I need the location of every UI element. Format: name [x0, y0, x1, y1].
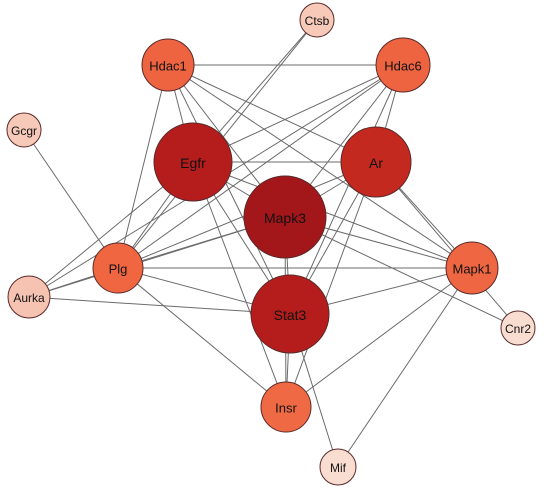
edge-mapk3-aurka	[28, 216, 286, 298]
node-circle-hdac6	[375, 37, 431, 93]
node-mapk3: Mapk3	[243, 175, 327, 259]
edge-plg-insr	[117, 267, 287, 408]
node-label-hdac1: Hdac1	[149, 59, 187, 74]
edge-stat3-aurka	[28, 296, 291, 315]
node-circle-mapk1	[445, 241, 499, 295]
node-hdac1: Hdac1	[141, 38, 195, 92]
node-circle-gcgr	[6, 112, 42, 148]
edge-mapk3-cnr2	[284, 216, 519, 329]
node-mif: Mif	[319, 448, 357, 486]
node-label-stat3: Stat3	[274, 307, 307, 323]
node-label-gcgr: Gcgr	[11, 124, 37, 138]
node-aurka: Aurka	[7, 275, 51, 319]
node-label-mapk3: Mapk3	[264, 210, 306, 226]
node-label-plg: Plg	[109, 262, 128, 277]
node-label-mif: Mif	[330, 461, 347, 475]
node-stat3: Stat3	[250, 274, 330, 354]
edge-ar-insr	[285, 161, 377, 408]
edge-hdac1-mapk1	[167, 64, 473, 269]
node-label-ar: Ar	[369, 155, 383, 171]
node-mapk1: Mapk1	[445, 241, 499, 295]
node-label-insr: Insr	[275, 401, 297, 416]
edge-hdac6-plg	[117, 64, 404, 269]
node-circle-insr	[260, 381, 312, 433]
edge-mapk1-insr	[285, 267, 473, 408]
node-hdac6: Hdac6	[375, 37, 431, 93]
node-label-cnr2: Cnr2	[505, 322, 531, 336]
node-circle-egfr	[153, 122, 233, 202]
node-circle-hdac1	[141, 38, 195, 92]
node-circle-plg	[92, 242, 144, 294]
edge-hdac1-plg	[117, 64, 169, 269]
node-circle-cnr2	[500, 310, 536, 346]
node-circle-ar	[340, 126, 412, 198]
node-gcgr: Gcgr	[6, 112, 42, 148]
edge-gcgr-plg	[23, 129, 119, 269]
node-ctsb: Ctsb	[299, 2, 335, 38]
node-circle-stat3	[250, 274, 330, 354]
edge-ar-cnr2	[375, 161, 519, 329]
node-label-mapk1: Mapk1	[452, 262, 491, 277]
edge-egfr-mapk1	[192, 161, 473, 269]
edge-egfr-insr	[192, 161, 287, 408]
edge-hdac1-ar	[167, 64, 377, 163]
node-insr: Insr	[260, 381, 312, 433]
node-label-hdac6: Hdac6	[384, 59, 422, 74]
node-egfr: Egfr	[153, 122, 233, 202]
node-ar: Ar	[340, 126, 412, 198]
edge-mapk1-mif	[337, 267, 473, 468]
node-label-egfr: Egfr	[180, 155, 206, 171]
node-circle-aurka	[7, 275, 51, 319]
node-circle-mapk3	[243, 175, 327, 259]
edge-hdac6-stat3	[289, 64, 404, 315]
node-plg: Plg	[92, 242, 144, 294]
node-label-ctsb: Ctsb	[305, 14, 330, 28]
node-circle-ctsb	[299, 2, 335, 38]
node-cnr2: Cnr2	[500, 310, 536, 346]
node-circle-mif	[319, 448, 357, 486]
node-label-aurka: Aurka	[13, 291, 45, 305]
